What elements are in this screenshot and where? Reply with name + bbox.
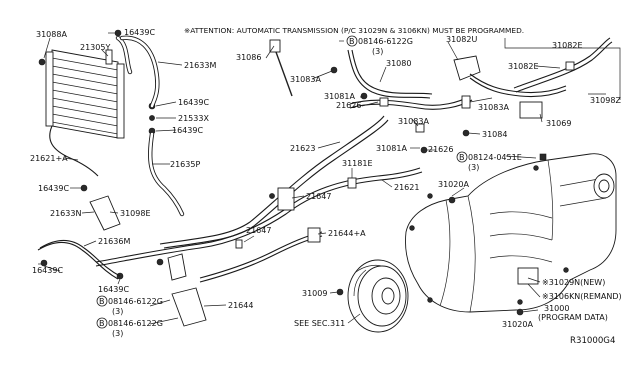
bolt-marker <box>96 317 108 329</box>
label-21636M: 21636M <box>98 237 130 246</box>
svg-text:(3): (3) <box>372 47 383 56</box>
label-31081A: 31081A <box>376 144 407 153</box>
label-31083A: 31083A <box>478 103 509 112</box>
svg-text:(3): (3) <box>468 163 479 172</box>
label-31020A: 31020A <box>502 320 533 329</box>
label-08146-6122G: 08146-6122G <box>108 297 163 306</box>
bracket-21644 <box>171 287 207 327</box>
label-31082U: 31082U <box>446 35 477 44</box>
label-21633N: 21633N <box>50 209 81 218</box>
see-sec-311: SEE SEC.311 <box>294 319 345 328</box>
label-08146-6122G: 08146-6122G <box>358 37 413 46</box>
label-31081A: 31081A <box>324 92 355 101</box>
torque-converter-31009 <box>347 259 409 333</box>
label-21621A: 21621+A <box>30 154 68 163</box>
label-31083A: 31083A <box>290 75 321 84</box>
label-21633M: 21633M <box>184 61 216 70</box>
label-21647: 21647 <box>246 226 271 235</box>
label-16439C: 16439C <box>98 285 129 294</box>
label-program-data: (PROGRAM DATA) <box>538 313 608 322</box>
label-16439C: 16439C <box>172 126 203 135</box>
label-31088A: 31088A <box>36 30 67 39</box>
label-16439C: 16439C <box>32 266 63 275</box>
label-21647: 21647 <box>306 192 331 201</box>
svg-text:(3): (3) <box>112 307 123 316</box>
bolt-marker <box>346 35 358 47</box>
bolt-marker <box>456 151 468 163</box>
label-16439C: 16439C <box>178 98 209 107</box>
label-21644A: 21644+A <box>328 229 366 238</box>
diagram-ref: R31000G4 <box>570 336 615 346</box>
label-31086: 31086 <box>236 53 261 62</box>
bolt-31088A <box>38 58 46 66</box>
label-21623: 21623 <box>290 144 315 153</box>
label-16439C: 16439C <box>124 28 155 37</box>
svg-text:B: B <box>459 153 465 162</box>
label-21621: 21621 <box>394 183 419 192</box>
dipstick-handle-31086 <box>269 39 281 53</box>
label-08146-6122G: 08146-6122G <box>108 319 163 328</box>
label-31009: 31009 <box>302 289 327 298</box>
svg-text:(3): (3) <box>112 329 123 338</box>
label-31029N: ※31029N(NEW) <box>542 278 605 287</box>
label-21644: 21644 <box>228 301 253 310</box>
part-labels: 31088A 16439C 21305Y 21633M 16439C 21533… <box>30 28 622 338</box>
label-31098E: 31098E <box>120 209 151 218</box>
label-31020A: 31020A <box>438 180 469 189</box>
label-31083A: 31083A <box>398 117 429 126</box>
label-31069: 31069 <box>546 119 571 128</box>
label-31000: 31000 <box>544 304 569 313</box>
label-08124-0451E: 08124-0451E <box>468 153 522 162</box>
label-21305Y: 21305Y <box>80 43 110 52</box>
label-21626: 21626 <box>428 145 453 154</box>
label-31084: 31084 <box>482 130 507 139</box>
label-31082E: 31082E <box>508 62 539 71</box>
label-21626: 21626 <box>336 101 361 110</box>
bolt-marker <box>96 295 108 307</box>
label-31082E: 31082E <box>552 41 583 50</box>
bracket-31098E <box>89 195 121 231</box>
label-31098Z: 31098Z <box>590 96 621 105</box>
svg-text:B: B <box>349 37 355 46</box>
label-31080: 31080 <box>386 59 411 68</box>
label-31181E: 31181E <box>342 159 373 168</box>
label-16439C: 16439C <box>38 184 69 193</box>
transmission-31000 <box>405 153 617 313</box>
svg-text:B: B <box>99 319 105 328</box>
oil-cooler <box>45 49 125 139</box>
label-3106KN: ※3106KN(REMAND) <box>542 292 622 301</box>
label-21635P: 21635P <box>170 160 200 169</box>
leader-lines <box>38 32 606 325</box>
svg-text:B: B <box>99 297 105 306</box>
label-21533X: 21533X <box>178 114 209 123</box>
attention-note: ※ATTENTION: AUTOMATIC TRANSMISSION (P/C … <box>184 26 524 35</box>
cooler-bracket-31082 <box>453 37 613 119</box>
